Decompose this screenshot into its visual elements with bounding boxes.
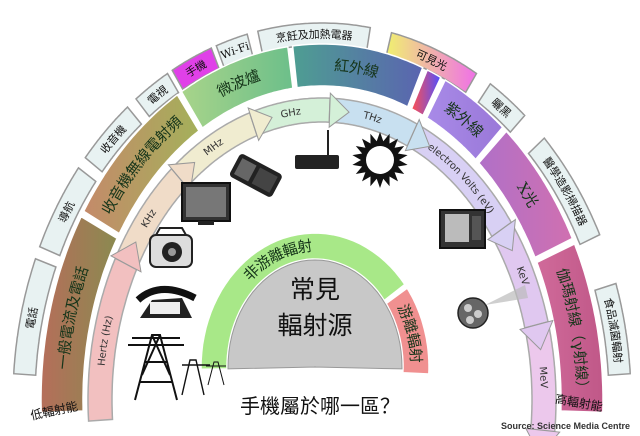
source-label-10: 食品滅菌輻射 [594,282,631,377]
spectrum-band-5: 紫外線 [425,78,504,161]
spectrum-band-shape [535,242,604,414]
unit-arrow-label: electron Volts (eV) [425,141,496,215]
svg-text:電話: 電話 [23,306,40,330]
source-labels-ring: 電話導航收音機電視手機Wi-Fi烹飪及加熱電器可見光曬黑醫學造影掃描器食品滅菌輻… [13,22,631,377]
spectrum-band-shape [291,43,424,108]
unit-arrow-label: MeV [537,366,549,388]
svg-text:烹飪及加熱電器: 烹飪及加熱電器 [275,27,354,44]
source-label-3: 電視 [134,72,180,118]
source-label-shape [594,282,631,377]
source-label-1: 導航 [38,166,97,257]
spectrum-band-6: X光 [477,130,574,259]
source-label-shape [84,105,143,173]
spectrum-band-shape [180,45,294,130]
icons [128,130,528,401]
spectrum-band-shape [477,130,574,259]
center-disc [227,259,403,370]
spectrum-band-shape [40,215,119,414]
radiation-type-shape [200,232,406,371]
source-label-shape [13,257,57,376]
spectrum-band-shape [425,78,504,161]
spectrum-band-3: 紅外線 [291,43,424,108]
svg-text:GHz: GHz [280,106,302,121]
center-title-line2: 輻射源 [277,311,353,340]
arrow-head [525,427,561,436]
source-label-shape [38,166,97,257]
question-text: 手機屬於哪一區？ [240,394,400,418]
xray-scanner-icon [439,209,486,249]
source-label-0: 電話 [13,257,57,376]
center-title-line1: 常見 [289,275,340,304]
radio-icon [149,227,193,268]
telephone-icon [135,286,197,318]
mobile-phone-icon [229,154,282,197]
source-label-8: 曬黑 [477,82,526,134]
source-label-shape [527,136,601,246]
spectrum-band-2: 微波爐 [180,45,294,130]
arrow-head [519,319,554,351]
arrow-head [247,107,273,142]
spectrum-band-shape [82,93,200,235]
television-icon [181,182,231,225]
arrow-head [486,218,516,252]
spectrum-band-7: 伽瑪射線（γ射線） [535,242,604,414]
spectrum-band-4 [410,68,442,117]
source-label-label: 電話 [23,306,40,330]
radiation-type-shape [385,287,430,375]
source-credit: Source: Science Media Centre [500,421,630,431]
wifi-router-icon [295,130,339,169]
power-tower-icon [128,334,226,401]
radioactive-nucleus-icon [457,285,528,329]
unit-arrow-7: MeV [523,320,557,433]
svg-text:electron Volts (eV): electron Volts (eV) [425,141,496,215]
spectrum-band-shape [410,68,442,117]
arrow-head [109,241,142,273]
arrow-head [404,118,431,152]
source-label-shape [477,82,526,134]
arrow-head [328,92,350,129]
sun-icon [352,132,408,188]
unit-arrow-label: GHz [280,106,302,121]
svg-text:MeV: MeV [537,366,549,388]
source-label-shape [134,72,180,118]
source-label-label: 烹飪及加熱電器 [275,27,354,44]
spectrum-band-0: 一般電流及電話 [40,215,119,414]
